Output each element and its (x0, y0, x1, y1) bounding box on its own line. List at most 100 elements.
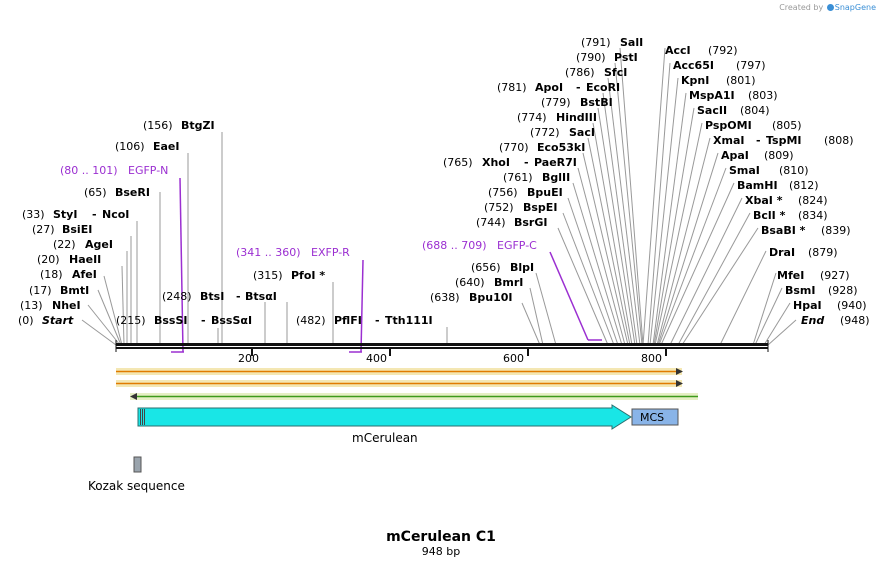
enzyme-mspa1i[interactable]: MspA1I (689, 89, 735, 102)
svg-text:-: - (201, 314, 206, 327)
enzyme-pos: (801) (726, 74, 756, 87)
enzyme-bpu10i[interactable]: Bpu10I (469, 291, 513, 304)
enzyme-pos: (824) (798, 194, 828, 207)
enzyme-apai[interactable]: ApaI (721, 149, 749, 162)
enzyme-bsrgi[interactable]: BsrGI (514, 216, 547, 229)
enzyme-pos: (33) (22, 208, 45, 221)
enzyme-pos: (772) (530, 126, 560, 139)
enzyme-agei[interactable]: AgeI (85, 238, 113, 251)
enzyme-bcli[interactable]: BclI * (753, 209, 786, 222)
ruler-tick-800: 800 (641, 352, 662, 365)
enzyme-pos: (927) (820, 269, 850, 282)
enzyme-pos: (215) (116, 314, 146, 327)
enzyme-ncoi[interactable]: NcoI (102, 208, 129, 221)
ruler-tick-200: 200 (238, 352, 259, 365)
enzyme-styi[interactable]: StyI (53, 208, 77, 221)
kozak-label: Kozak sequence (88, 479, 185, 493)
sequence-backbone (115, 340, 769, 352)
enzyme-ecori[interactable]: EcoRI (586, 81, 620, 94)
enzyme-smai[interactable]: SmaI (729, 164, 760, 177)
svg-text:-: - (375, 314, 380, 327)
enzyme-btsai[interactable]: BtsαI (245, 290, 277, 303)
enzyme-sacii[interactable]: SacII (697, 104, 727, 117)
credit-prefix: Created by (779, 3, 824, 12)
enzyme-mfei[interactable]: MfeI (777, 269, 804, 282)
orf-arrow-reverse (130, 393, 698, 400)
enzyme-kpni[interactable]: KpnI (681, 74, 709, 87)
enzyme-drai[interactable]: DraI (769, 246, 795, 259)
enzyme-pos: (809) (764, 149, 794, 162)
enzyme-btgzi[interactable]: BtgZI (181, 119, 215, 132)
sequence-end-label: End (801, 314, 824, 327)
enzyme-bmti[interactable]: BmtI (60, 284, 89, 297)
enzyme-bamhi[interactable]: BamHI (737, 179, 778, 192)
ruler-tick-400: 400 (366, 352, 387, 365)
enzyme-pos: (928) (828, 284, 858, 297)
enzyme-apoi[interactable]: ApoI (535, 81, 563, 94)
enzyme-pos: (0) (18, 314, 34, 327)
svg-text:-: - (92, 208, 97, 221)
enzyme-blpi[interactable]: BlpI (510, 261, 534, 274)
feature-mcerulean[interactable] (137, 404, 632, 430)
enzyme-pos: (761) (503, 171, 533, 184)
enzyme-paer7i[interactable]: PaeR7I (534, 156, 577, 169)
enzyme-psti[interactable]: PstI (614, 51, 638, 64)
feature-kozak[interactable] (133, 456, 142, 473)
enzyme-eco53ki[interactable]: Eco53kI (537, 141, 585, 154)
enzyme-sfci[interactable]: SfcI (604, 66, 627, 79)
enzyme-pos: (20) (37, 253, 60, 266)
svg-text:-: - (576, 81, 581, 94)
primer-egfp-n-name: EGFP-N (128, 164, 168, 177)
svg-text:-: - (756, 134, 761, 147)
enzyme-sali[interactable]: SalI (620, 36, 643, 49)
enzyme-pflfi[interactable]: PflFI (334, 314, 362, 327)
enzyme-haeii[interactable]: HaeII (69, 253, 101, 266)
enzyme-pos: (779) (541, 96, 571, 109)
enzyme-afei[interactable]: AfeI (72, 268, 97, 281)
enzyme-bsssai[interactable]: BssSαI (211, 314, 252, 327)
enzyme-pos: (791) (581, 36, 611, 49)
enzyme-bsiei[interactable]: BsiEI (62, 223, 92, 236)
enzyme-xbai[interactable]: XbaI * (745, 194, 783, 207)
enzyme-pos: (790) (576, 51, 606, 64)
enzyme-tspmi[interactable]: TspMI (766, 134, 802, 147)
enzyme-bstbi[interactable]: BstBI (580, 96, 613, 109)
primer-egfp-n-pos: (80 .. 101) (60, 164, 118, 177)
enzyme-pspomi[interactable]: PspOMI (705, 119, 752, 132)
enzyme-xmai[interactable]: XmaI (713, 134, 744, 147)
enzyme-nhei[interactable]: NheI (52, 299, 81, 312)
mcerulean-label: mCerulean (352, 431, 418, 445)
enzyme-pfoi[interactable]: PfoI * (291, 269, 325, 282)
enzyme-saci[interactable]: SacI (569, 126, 595, 139)
enzyme-hpai[interactable]: HpaI (793, 299, 822, 312)
enzyme-bsssi[interactable]: BssSI (154, 314, 188, 327)
enzyme-labels-mid: (791) SalI (790) PstI (786) SfcI (781) A… (430, 36, 643, 304)
enzyme-pos: (656) (471, 261, 501, 274)
enzyme-pos: (22) (53, 238, 76, 251)
primer-egfp-c-name: EGFP-C (497, 239, 537, 252)
enzyme-bspei[interactable]: BspEI (523, 201, 557, 214)
enzyme-bmri[interactable]: BmrI (494, 276, 523, 289)
enzyme-pos: (803) (748, 89, 778, 102)
enzyme-bsabi[interactable]: BsaBI * (761, 224, 806, 237)
enzyme-bpuei[interactable]: BpuEI (527, 186, 563, 199)
enzyme-pos: (770) (499, 141, 529, 154)
enzyme-eaei[interactable]: EaeI (153, 140, 180, 153)
enzyme-bsmi[interactable]: BsmI (785, 284, 816, 297)
enzyme-acc65i[interactable]: Acc65I (673, 59, 714, 72)
primer-markers (171, 177, 602, 353)
enzyme-pos: (156) (143, 119, 173, 132)
enzyme-bglii[interactable]: BglII (542, 171, 570, 184)
credit-brand: SnapGene (834, 3, 876, 12)
feature-mcs[interactable]: MCS (631, 408, 679, 426)
enzyme-tth111i[interactable]: Tth111I (385, 314, 433, 327)
enzyme-xhoi[interactable]: XhoI (482, 156, 510, 169)
enzyme-pos: (774) (517, 111, 547, 124)
enzyme-btsi[interactable]: BtsI (200, 290, 224, 303)
enzyme-acci[interactable]: AccI (665, 44, 691, 57)
orf-arrow-2 (116, 380, 683, 387)
enzyme-hindiii[interactable]: HindIII (556, 111, 597, 124)
map-length: 948 bp (422, 545, 460, 558)
enzyme-bseri[interactable]: BseRI (115, 186, 150, 199)
cut-site-connectors (81, 47, 797, 346)
